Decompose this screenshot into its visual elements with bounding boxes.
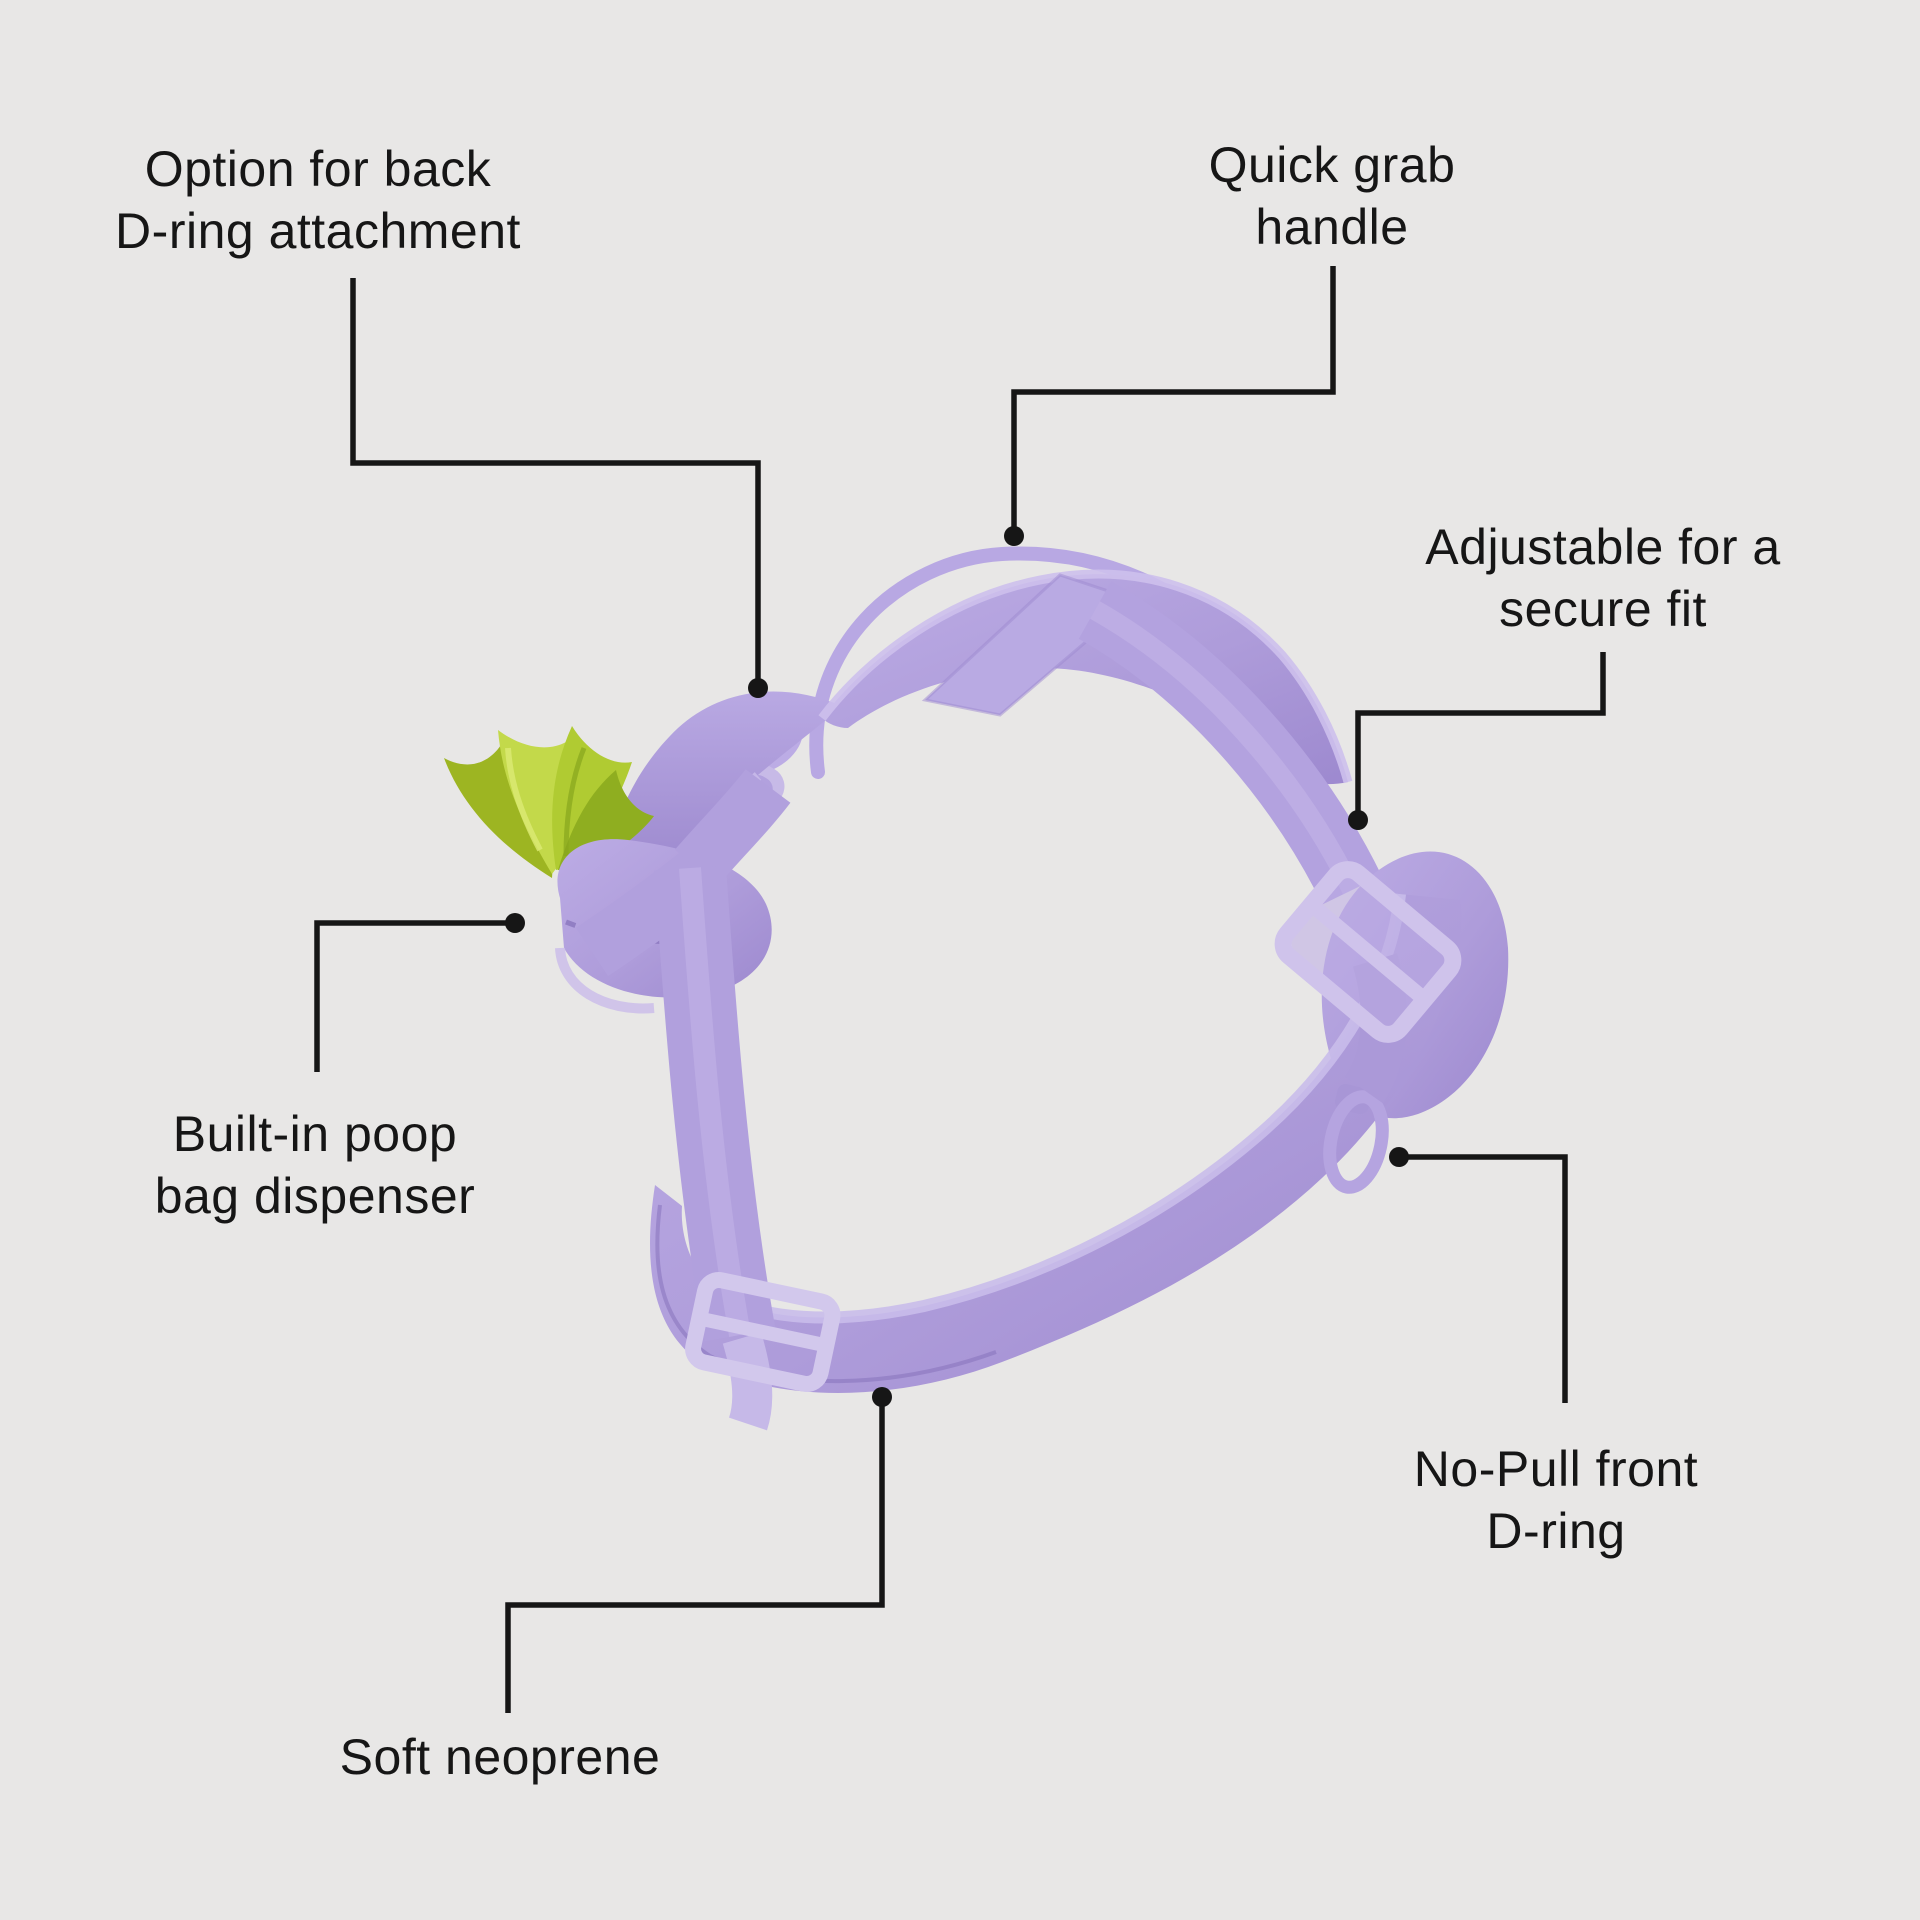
poop-bag <box>444 726 654 878</box>
callout-line <box>314 920 509 1072</box>
callout-line <box>1011 266 1336 530</box>
callout-no-pull <box>1389 1147 1568 1403</box>
annotation-text-line: D-ring attachment <box>115 203 521 259</box>
annotation-text-line: handle <box>1255 199 1409 255</box>
callout-back-d-ring <box>350 278 768 698</box>
annotation-text-line: D-ring <box>1486 1503 1626 1559</box>
annotation-poop-bag-label: Built-in poop bag dispenser <box>155 1103 476 1227</box>
chest-strap-tail <box>722 1332 773 1431</box>
annotation-text-line: bag dispenser <box>154 1168 476 1224</box>
callout-line <box>1405 1154 1568 1403</box>
callout-adjustable <box>1348 652 1606 830</box>
callout-line <box>1355 652 1606 814</box>
callout-line <box>350 278 761 682</box>
annotation-text-line: Quick grab <box>1208 137 1456 193</box>
dog-harness <box>444 546 1509 1431</box>
annotation-text-line: Adjustable for a <box>1425 519 1781 575</box>
callout-grab-handle <box>1004 266 1336 546</box>
annotation-back-d-ring-label: Option for back D-ring attachment <box>115 138 521 262</box>
callout-line <box>505 1403 885 1713</box>
annotation-grab-handle-label: Quick grab handle <box>1209 134 1456 258</box>
annotation-text-line: secure fit <box>1499 581 1707 637</box>
adjuster-buckle <box>1274 861 1462 1104</box>
shoulder-strap-highlight <box>1090 601 1361 895</box>
annotation-no-pull-label: No-Pull front D-ring <box>1414 1438 1698 1562</box>
callout-dot <box>1004 526 1024 546</box>
annotation-text-line: Soft neoprene <box>339 1729 661 1785</box>
callout-dot <box>1389 1147 1409 1167</box>
annotation-soft-neoprene-label: Soft neoprene <box>340 1726 661 1788</box>
strap-slider <box>685 1271 841 1392</box>
annotation-text-line: Option for back <box>144 141 492 197</box>
callout-lines <box>314 266 1606 1713</box>
callout-dot <box>505 913 525 933</box>
annotation-adjustable-label: Adjustable for a secure fit <box>1425 516 1780 640</box>
callout-dot <box>872 1387 892 1407</box>
annotation-text-line: Built-in poop <box>172 1106 458 1162</box>
front-d-ring <box>1323 1090 1389 1194</box>
back-pad-piping <box>818 569 1353 784</box>
back-webbing <box>925 575 1135 715</box>
chest-strap-highlight <box>679 867 751 1337</box>
callout-dot <box>748 678 768 698</box>
dispenser-piping <box>555 947 655 1014</box>
back-pad <box>822 574 1348 785</box>
callout-soft-neoprene <box>505 1387 892 1713</box>
callout-poop-bag <box>314 913 525 1072</box>
upper-strap <box>674 768 791 887</box>
callout-dot <box>1348 810 1368 830</box>
annotation-text-line: No-Pull front <box>1413 1441 1699 1497</box>
